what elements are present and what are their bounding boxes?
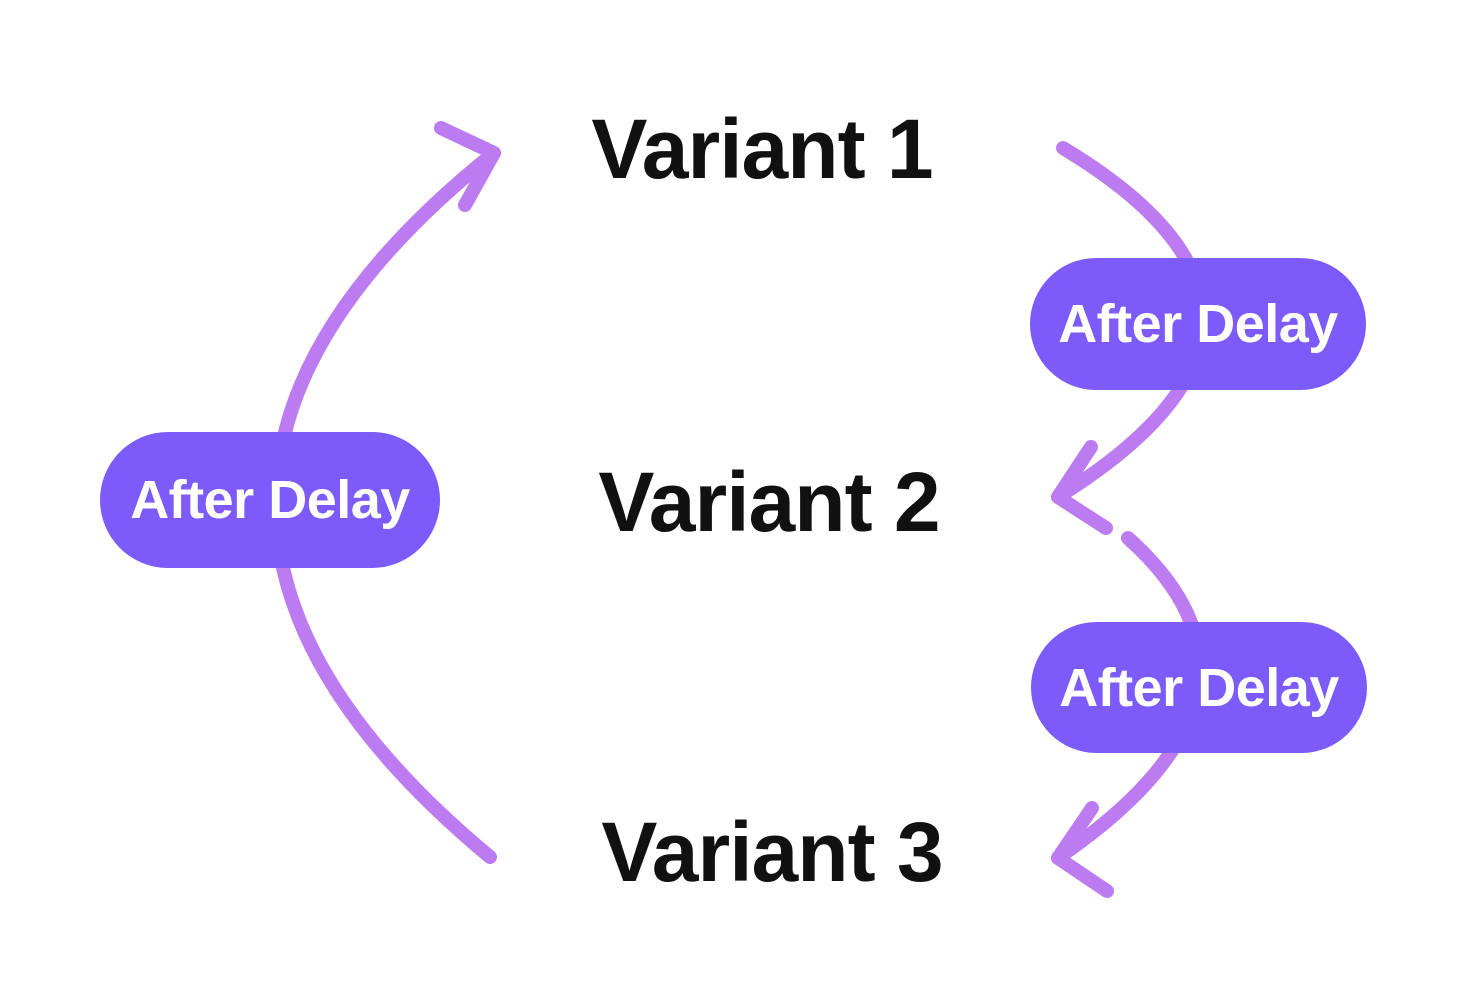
after-delay-badge-label: After Delay — [1058, 294, 1338, 354]
after-delay-badge-label: After Delay — [130, 470, 410, 530]
after-delay-badge-right-bottom[interactable]: After Delay — [1031, 622, 1367, 753]
connector-v3-to-v1-arrowhead-icon — [434, 121, 501, 212]
after-delay-badge-left[interactable]: After Delay — [100, 432, 440, 568]
connector-v1-to-v2-arrowhead-icon — [1051, 440, 1113, 535]
node-variant-3: Variant 3 — [601, 805, 943, 899]
after-delay-badge-label: After Delay — [1059, 657, 1339, 718]
node-variant-2: Variant 2 — [598, 455, 940, 549]
after-delay-badge-right-top[interactable]: After Delay — [1030, 258, 1366, 390]
node-variant-1: Variant 1 — [591, 102, 933, 196]
connector-v2-to-v3-arrowhead-icon — [1051, 801, 1114, 898]
